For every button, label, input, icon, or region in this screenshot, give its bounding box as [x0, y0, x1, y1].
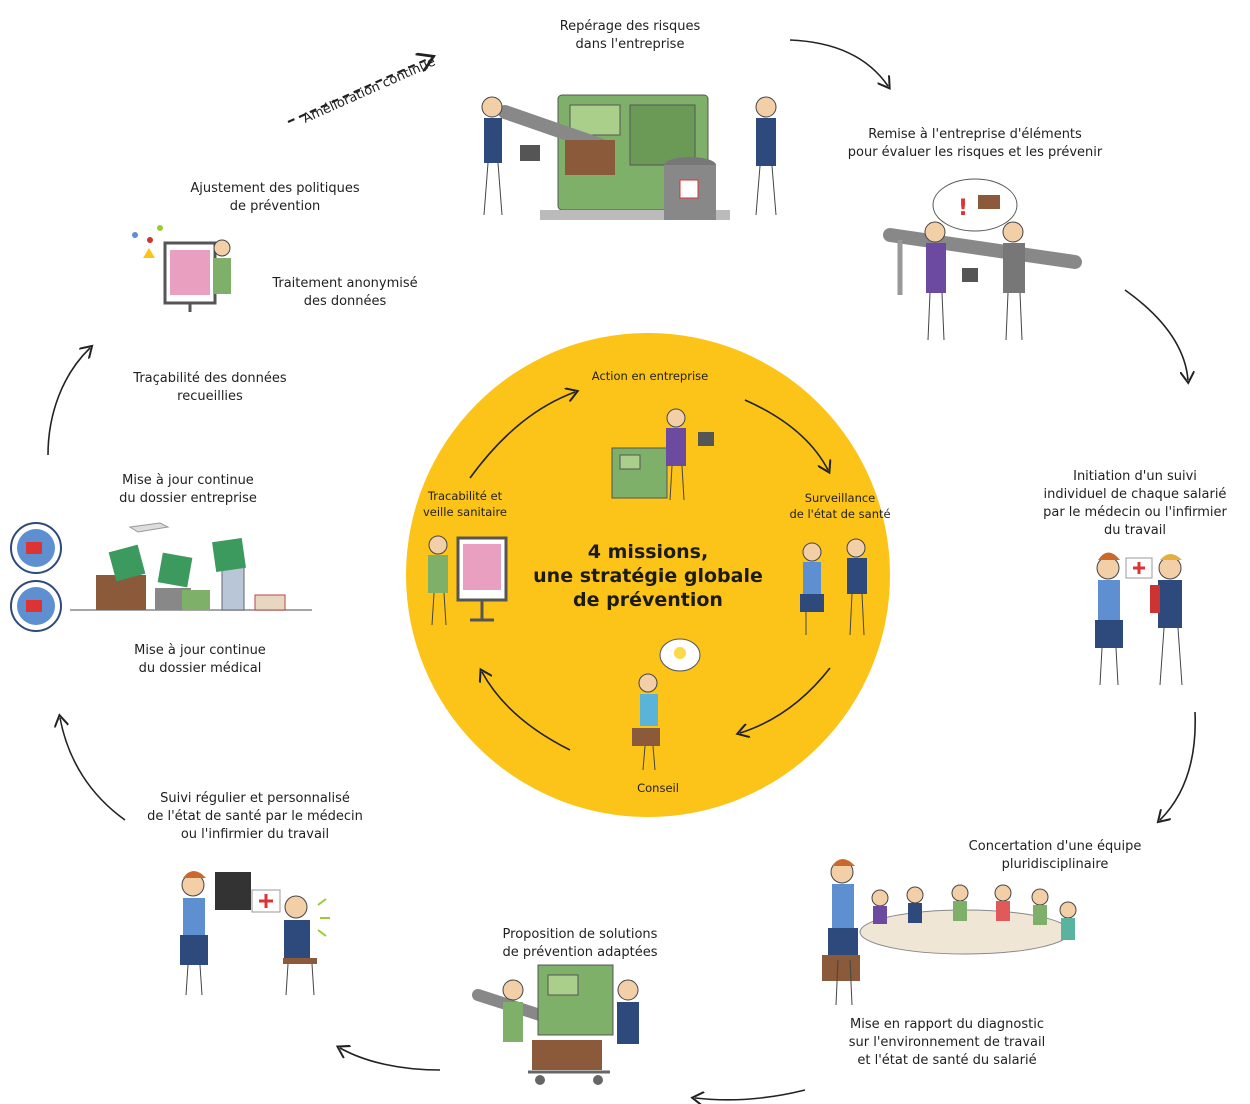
- svg-text:!: !: [958, 196, 968, 221]
- reperage-illustration: [481, 94, 777, 220]
- label-tracabilite-donnees: Traçabilité des données recueillies: [133, 371, 287, 404]
- center-surveillance-illustration: [800, 538, 867, 636]
- remise-illustration: !: [883, 178, 1082, 341]
- inner-cycle-arrows: [469, 392, 830, 751]
- dossier-illustration: [10, 522, 312, 632]
- label-traitement: Traitement anonymisé des données: [272, 276, 418, 309]
- mission-action: Action en entreprise: [591, 369, 709, 383]
- label-ajustement: Ajustement des politiques de prévention: [190, 181, 360, 214]
- center-conseil-illustration: [632, 638, 701, 771]
- label-remise: Remise à l'entreprise d'éléments pour év…: [847, 127, 1103, 160]
- concertation-illustration: [822, 859, 1077, 1006]
- label-initiation: Initiation d'un suivi individuel de chaq…: [1043, 469, 1227, 538]
- center-circle: [406, 333, 890, 817]
- label-dossier-medical: Mise à jour continue du dossier médical: [134, 643, 266, 676]
- label-reperage: Repérage des risques dans l'entreprise: [559, 19, 701, 52]
- proposition-illustration: [472, 964, 639, 1085]
- screen-illustration: [132, 225, 231, 312]
- center-tracabilite-illustration: [428, 535, 508, 626]
- center-title: 4 missions, une stratégie globale de pré…: [533, 541, 763, 611]
- outer-cycle-arrows: [47, 39, 1196, 1100]
- label-proposition: Proposition de solutions de prévention a…: [502, 927, 658, 960]
- initiation-illustration: [1095, 552, 1183, 686]
- mission-surveillance: Surveillance de l'état de santé: [789, 491, 891, 521]
- label-suivi: Suivi régulier et personnalisé de l'état…: [147, 791, 363, 842]
- label-concertation: Concertation d'une équipe pluridisciplin…: [968, 839, 1142, 872]
- label-mise-en-rapport: Mise en rapport du diagnostic sur l'envi…: [848, 1017, 1046, 1068]
- center-action-illustration: [611, 408, 714, 501]
- label-dossier-entreprise: Mise à jour continue du dossier entrepri…: [119, 473, 257, 506]
- mission-conseil: Conseil: [637, 781, 679, 795]
- continuous-improvement-arrow: [287, 58, 430, 124]
- suivi-illustration: [180, 871, 330, 996]
- mission-tracabilite: Tracabilité et veille sanitaire: [422, 489, 508, 519]
